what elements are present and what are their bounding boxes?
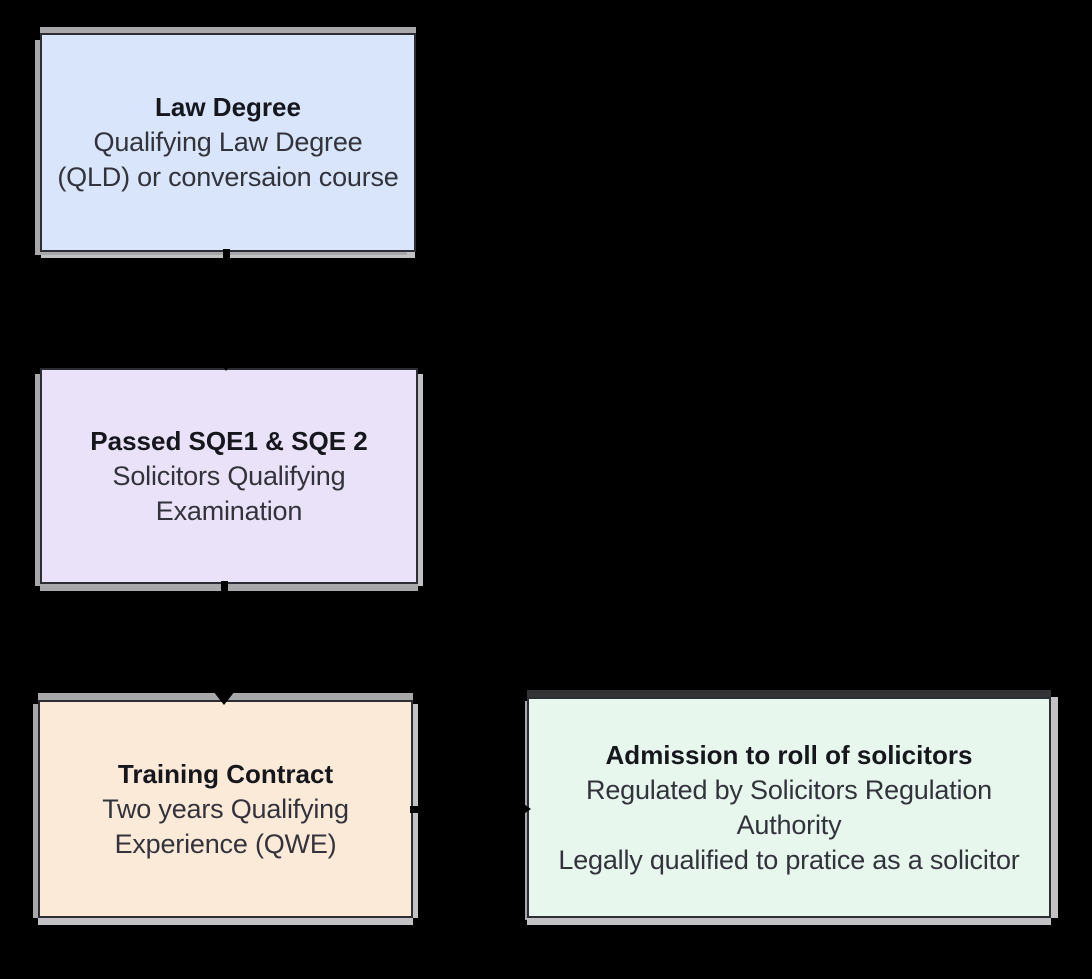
arrow-down-connector-2 [221, 581, 228, 691]
box-subtitle-line: Experience (QWE) [114, 828, 337, 859]
box-subtitle-line: Qualifying Law Degree [93, 127, 363, 157]
box-subtitle-line: Two years Qualifying [102, 793, 349, 824]
box-title: Training Contract [117, 758, 334, 789]
arrow-right-connector [410, 806, 520, 813]
box-subtitle-line: Solicitors Qualifying [112, 460, 346, 491]
box-subtitle-line: Authority [736, 809, 842, 840]
flow-box-law-degree: Law Degree Qualifying Law Degree (QLD) o… [40, 33, 416, 252]
box-subtitle-line: (QLD) or conversaion course [57, 162, 399, 192]
box-title: Admission to roll of solicitors [605, 739, 973, 770]
arrow-down-head-icon [216, 357, 236, 371]
box-subtitle-line: Regulated by Solicitors Regulation [586, 774, 992, 805]
flow-box-training-contract: Training Contract Two years Qualifying E… [38, 700, 413, 918]
box-subtitle-line: Legally qualified to pratice as a solici… [558, 844, 1020, 875]
flow-box-passed-sqe: Passed SQE1 & SQE 2 Solicitors Qualifyin… [40, 368, 418, 584]
arrow-right-head-icon [518, 800, 531, 818]
box-subtitle-line: Examination [155, 495, 303, 526]
arrow-down-connector-1 [223, 249, 230, 361]
box-title: Passed SQE1 & SQE 2 [90, 425, 368, 456]
box-title: Law Degree [155, 92, 301, 122]
flow-box-admission: Admission to roll of solicitors Regulate… [527, 697, 1051, 918]
arrow-down-head-icon [213, 691, 235, 705]
